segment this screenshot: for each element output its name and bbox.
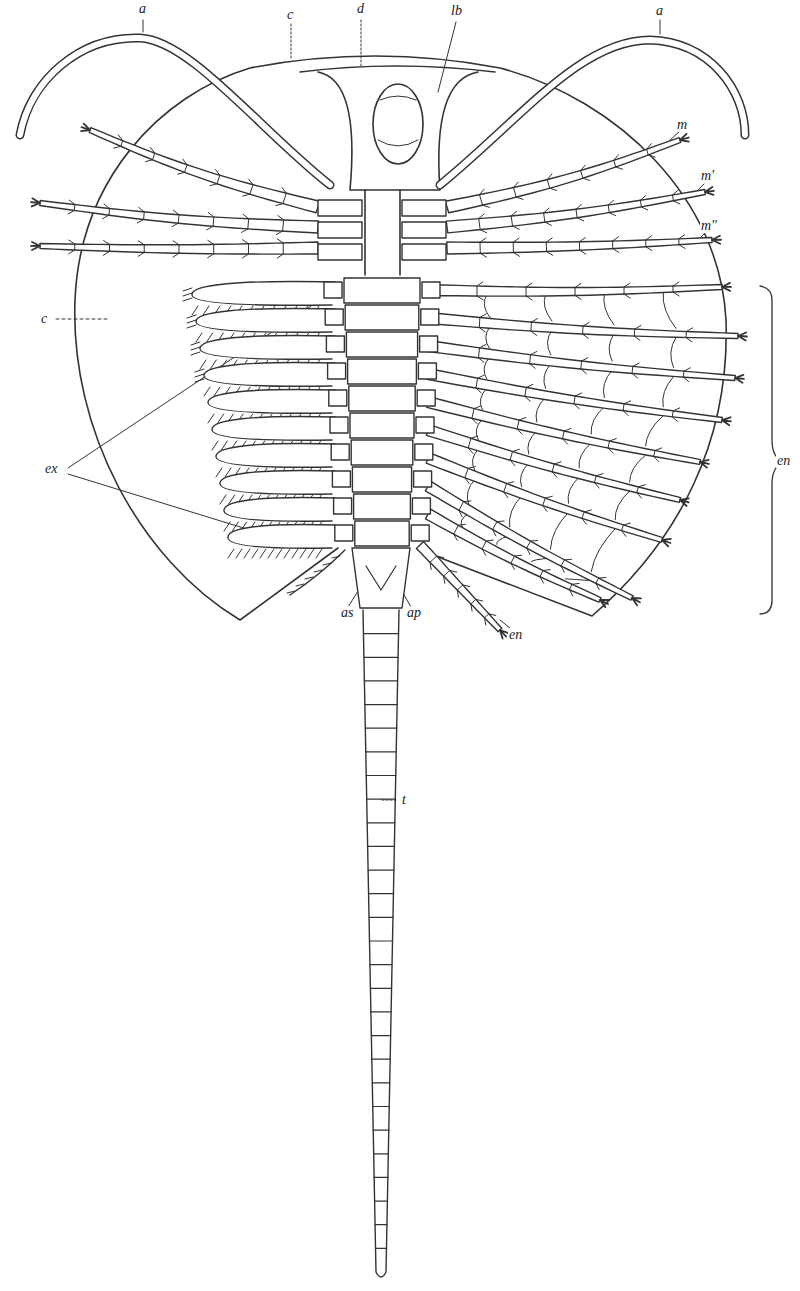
part-label: c bbox=[286, 8, 294, 22]
leg bbox=[89, 128, 320, 213]
part-label: c bbox=[40, 312, 48, 326]
labrum bbox=[373, 84, 423, 164]
part-label: en bbox=[776, 454, 791, 468]
exopodite bbox=[224, 498, 335, 522]
exopodite bbox=[208, 390, 335, 414]
leg bbox=[447, 238, 712, 255]
bracket bbox=[760, 286, 784, 614]
exopodite bbox=[196, 309, 335, 333]
part-label: a bbox=[138, 2, 147, 16]
part-label: m bbox=[676, 118, 688, 132]
leg bbox=[427, 397, 701, 465]
exopodite bbox=[200, 336, 335, 360]
part-label: m' bbox=[700, 169, 715, 183]
leg bbox=[427, 425, 681, 503]
part-label: lb bbox=[450, 4, 463, 18]
part-label: ap bbox=[406, 606, 422, 620]
exopodite bbox=[228, 525, 335, 549]
leg bbox=[416, 542, 501, 632]
leg bbox=[446, 190, 705, 233]
exopodite bbox=[220, 471, 335, 495]
leg bbox=[428, 285, 722, 297]
leg bbox=[427, 341, 735, 381]
telson bbox=[363, 610, 399, 1277]
part-label: d bbox=[356, 2, 365, 16]
exopodite bbox=[192, 282, 335, 306]
carapace-outline bbox=[75, 56, 726, 620]
part-label: en bbox=[508, 628, 523, 642]
leg bbox=[40, 242, 318, 254]
part-label: a bbox=[655, 4, 664, 18]
exopodite bbox=[212, 417, 335, 441]
exopodite bbox=[204, 363, 335, 387]
leg bbox=[40, 201, 319, 234]
part-label: t bbox=[401, 793, 407, 807]
exopodite bbox=[216, 444, 335, 468]
leg bbox=[428, 313, 738, 339]
part-label: as bbox=[340, 606, 354, 620]
part-label: m" bbox=[700, 219, 718, 233]
part-label: ex bbox=[44, 462, 58, 476]
leg bbox=[426, 509, 602, 602]
